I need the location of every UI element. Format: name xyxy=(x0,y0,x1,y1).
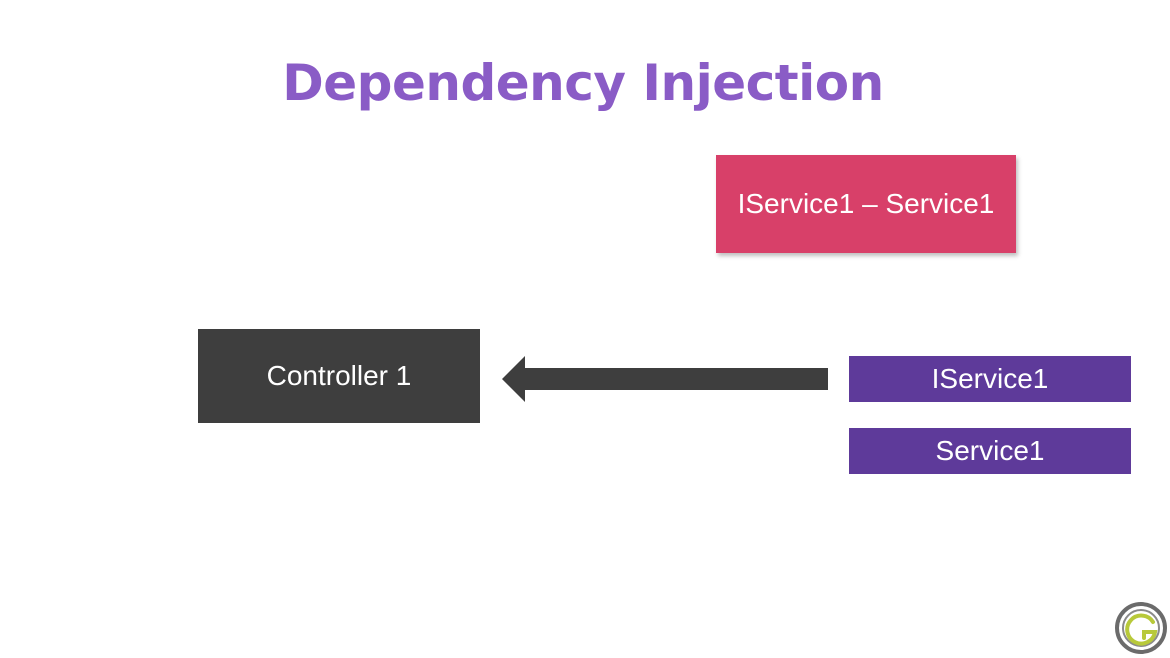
slide-title: Dependency Injection xyxy=(282,54,884,112)
implementation-label: Service1 xyxy=(935,435,1045,466)
controller-label: Controller 1 xyxy=(266,360,412,391)
interface-label: IService1 xyxy=(931,363,1049,394)
interface-box: IService1 xyxy=(849,356,1131,402)
registration-box: IService1 – Service1 xyxy=(716,155,1016,253)
controller-box: Controller 1 xyxy=(198,329,480,423)
implementation-box: Service1 xyxy=(849,428,1131,474)
brand-logo-icon xyxy=(1115,602,1167,654)
registration-label: IService1 – Service1 xyxy=(737,188,995,219)
arrow-left-icon xyxy=(502,356,828,402)
